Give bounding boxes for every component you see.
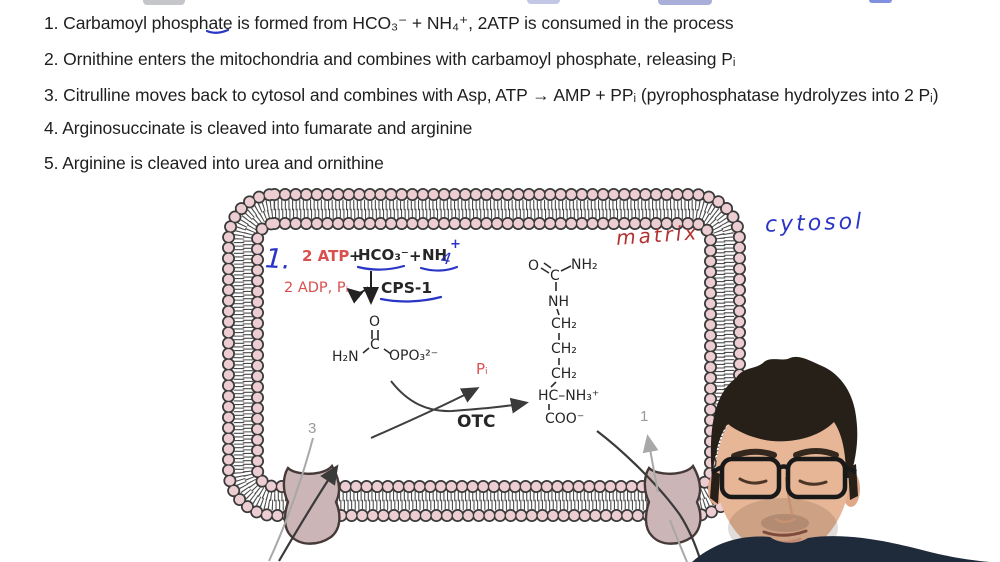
- top-edge-remnant: [143, 0, 185, 5]
- transporter-right-number: 1: [640, 408, 649, 425]
- note-line: 1. Carbamoyl phosphate is formed from HC…: [44, 13, 734, 33]
- cit-ch2-1: CH₂: [551, 316, 577, 332]
- cp-amine: H₂N: [332, 349, 359, 365]
- enzyme-otc-label: OTC: [457, 412, 496, 432]
- top-edge-remnant: [658, 0, 712, 5]
- cp-phosphate-group: OPO₃²⁻: [389, 348, 439, 364]
- presenter-glasses: [710, 456, 857, 500]
- transporter-right-guide-line: [669, 519, 688, 562]
- note-line: 4. Arginosuccinate is cleaved into fumar…: [44, 118, 473, 138]
- note-line: 2. Ornithine enters the mitochondria and…: [44, 49, 736, 69]
- transporter-right-guide-arrow: [642, 434, 659, 493]
- transporter-left-number: 3: [308, 420, 317, 437]
- presenter-eye-left: [738, 477, 768, 485]
- carbamoyl-phosphate-bonds: [362, 330, 392, 355]
- citrulline-bonds: [540, 262, 572, 410]
- top-edge-remnant: [869, 0, 892, 3]
- otc-product-arrow: [390, 380, 529, 414]
- ornithine-entry-arrow: [278, 464, 339, 562]
- presenter-mouth-upper: [762, 529, 808, 537]
- presenter-sideburn-left: [710, 470, 720, 504]
- cit-ch2-3: CH₂: [551, 366, 577, 382]
- cit-nh: NH: [548, 294, 569, 310]
- reaction-bicarbonate: HCO₃⁻: [358, 246, 409, 264]
- cit-ch2-2: CH₂: [551, 341, 577, 357]
- handwritten-ammonium-charge: +: [450, 237, 461, 252]
- reaction-substrates: 2 ATP: [302, 247, 350, 265]
- presenter-hair: [710, 356, 858, 480]
- enzyme-cps1-label: CPS-1: [381, 279, 433, 297]
- cp-carbon: C: [370, 337, 380, 353]
- released-phosphate: Pᵢ: [476, 360, 488, 378]
- citrulline-exit-arrow: [596, 430, 703, 562]
- presenter-eyebrow-right: [793, 448, 839, 458]
- otc-phosphate-arrow: [370, 387, 480, 439]
- cit-carbon: C: [550, 268, 560, 284]
- blue-pen-underlines: [205, 28, 459, 303]
- note-line: 3. Citrulline moves back to cytosol and …: [44, 85, 939, 105]
- reaction-plus-2: +: [409, 247, 422, 265]
- reaction-ammonium: NH: [422, 246, 448, 264]
- presenter-eyebrow-left: [731, 448, 777, 459]
- presenter-shirt: [692, 536, 990, 562]
- top-edge-remnant: [527, 0, 560, 4]
- presenter-eye-right: [798, 479, 828, 486]
- adp-branch-arrow: [346, 286, 369, 304]
- cit-oxygen: O: [528, 258, 540, 274]
- cit-carboxylate: COO⁻: [545, 411, 585, 427]
- transporter-left-guide-line: [268, 437, 314, 562]
- cp-oxygen: O: [369, 314, 381, 330]
- reaction-plus-1: +: [349, 247, 362, 265]
- cit-alpha-carbon: HC–NH₃⁺: [538, 388, 600, 404]
- note-line: 5. Arginine is cleaved into urea and orn…: [44, 153, 384, 173]
- membrane-bilayer: [222, 188, 746, 522]
- cit-amide: NH₂: [571, 257, 598, 273]
- reaction-products: 2 ADP, Pᵢ: [284, 280, 349, 296]
